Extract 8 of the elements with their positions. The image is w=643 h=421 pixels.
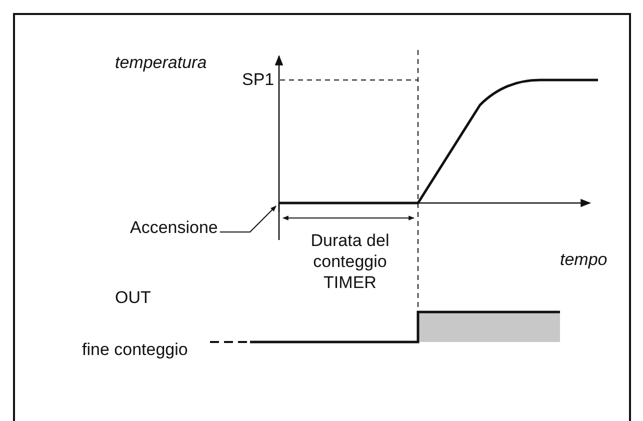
axis-title: tempo: [560, 250, 608, 270]
signal-label: OUT: [115, 288, 151, 308]
axis-title: temperatura: [115, 53, 207, 73]
leader-line: [219, 206, 276, 232]
setpoint-label: SP1: [242, 70, 274, 90]
annotation-label: Accensione: [130, 218, 218, 238]
signal-label: fine conteggio: [82, 340, 188, 360]
duration-label: Durata del conteggio TIMER: [310, 230, 390, 293]
